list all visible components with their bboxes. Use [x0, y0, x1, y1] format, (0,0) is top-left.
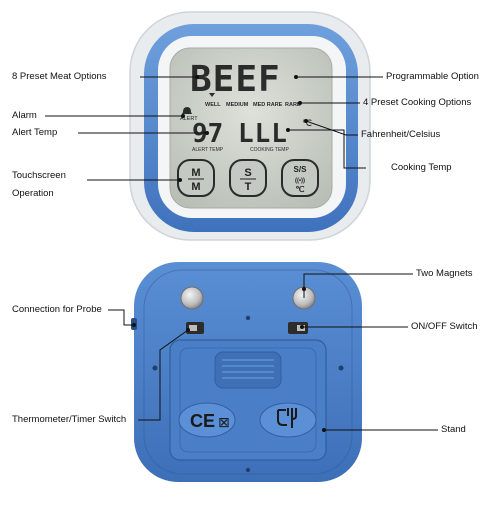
screw-hole-bottom — [245, 467, 251, 473]
button-mm-top-label: M — [191, 167, 200, 179]
callout-touchscreen: Touchscreen Operation — [12, 167, 66, 203]
lcd-cooking-temp-value: LLL — [238, 119, 288, 149]
lcd-meat-text: BEEF — [190, 59, 281, 100]
front-device: BEEF WELL MEDIUM MED RARE RARE ALERT 97 … — [129, 11, 371, 241]
button-st-bottom-label: T — [245, 181, 252, 193]
magnet-left — [180, 286, 204, 310]
callout-lines — [45, 76, 438, 431]
callout-stand: Stand — [441, 424, 466, 435]
callout-touchscreen-line1: Touchscreen — [12, 170, 66, 181]
lcd-preset-medium: MEDIUM — [226, 102, 249, 108]
lcd-cooking-temp-label: COOKING TEMP — [250, 147, 289, 153]
lcd-pointer-icon — [209, 93, 215, 97]
button-mm-bottom-label: M — [191, 181, 200, 193]
leader-thermo-switch — [138, 329, 189, 421]
callout-alert-temp: Alert Temp — [12, 127, 58, 138]
ce-marking-oval — [178, 402, 236, 438]
on-off-switch[interactable] — [288, 322, 308, 334]
callout-preset-meat: 8 Preset Meat Options — [12, 71, 107, 82]
weee-bin-icon: ⊠ — [218, 415, 230, 431]
callout-probe: Connection for Probe — [12, 304, 102, 315]
button-st[interactable]: S T — [229, 159, 267, 197]
callout-programmable: Programmable Option — [386, 71, 479, 82]
vent-hole-top — [245, 315, 251, 321]
button-ss-signal-icon: ((•)) — [295, 178, 305, 184]
ce-mark: CE — [190, 411, 215, 431]
lcd-preset-med-rare: MED RARE — [253, 102, 283, 108]
lcd-bell-icon — [182, 107, 192, 114]
lcd-alert-label: ALERT — [180, 116, 198, 122]
button-ss[interactable]: S/S ((•)) ℃ — [281, 159, 319, 197]
back-device: CE ⊠ — [131, 262, 362, 482]
screw-hole-right — [338, 365, 344, 371]
stand-panel[interactable] — [169, 339, 327, 461]
callout-dots — [132, 75, 326, 432]
lcd-alert-temp-label: ALERT TEMP — [192, 147, 224, 153]
callout-cooking-temp: Cooking Temp — [391, 162, 452, 173]
food-safe-icon — [277, 408, 297, 428]
button-ss-unit-label: ℃ — [296, 185, 305, 194]
button-mm[interactable]: M M — [177, 159, 215, 197]
leader-probe — [108, 309, 134, 326]
callout-two-magnets: Two Magnets — [416, 268, 473, 279]
food-safe-oval — [259, 402, 317, 438]
leader-fahrenheit — [305, 120, 358, 136]
callout-onoff: ON/OFF Switch — [411, 321, 478, 332]
callout-thermo-switch: Thermometer/Timer Switch — [12, 414, 127, 425]
leader-cooking-temp — [288, 129, 366, 169]
callout-touchscreen-line2: Operation — [12, 188, 54, 199]
lcd-unit-symbol: ℃ — [302, 118, 312, 128]
screw-hole-left — [152, 365, 158, 371]
callout-cooking-options: 4 Preset Cooking Options — [363, 97, 472, 108]
button-st-top-label: S — [244, 167, 251, 179]
callout-alarm: Alarm — [12, 110, 37, 121]
lcd-preset-well: WELL — [205, 102, 221, 108]
lcd-preset-rare: RARE — [285, 102, 301, 108]
stand-grip — [214, 351, 282, 389]
thermometer-timer-switch[interactable] — [186, 322, 204, 334]
button-ss-top-label: S/S — [294, 165, 308, 174]
callout-fahrenheit: Fahrenheit/Celsius — [361, 129, 441, 140]
